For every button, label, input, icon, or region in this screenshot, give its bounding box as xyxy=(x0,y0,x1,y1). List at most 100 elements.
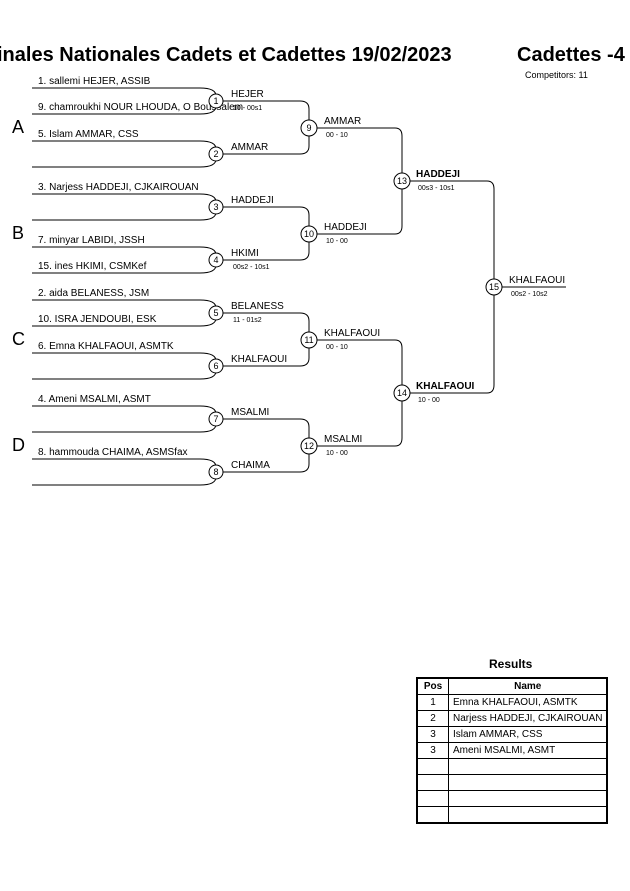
results-pos: 2 xyxy=(416,710,449,727)
match-number-circle xyxy=(208,252,224,268)
entry-name: 6. Emna KHALFAOUI, ASMTK xyxy=(38,341,174,352)
results-row xyxy=(416,806,608,824)
entry-name: 15. ines HKIMI, CSMKef xyxy=(38,261,147,272)
match-number: 12 xyxy=(304,441,314,451)
results-pos xyxy=(416,774,449,791)
match-number-circle xyxy=(208,146,224,162)
match-number: 10 xyxy=(304,229,314,239)
results-name: Narjess HADDEJI, CJKAIROUAN xyxy=(448,710,608,727)
match-number: 4 xyxy=(213,255,218,265)
match-score: 00s2 - 10s2 xyxy=(511,291,548,298)
match-number: 3 xyxy=(213,202,218,212)
match-number: 11 xyxy=(304,335,313,345)
results-row xyxy=(416,774,608,791)
match-number-circle xyxy=(393,172,411,190)
match-number: 6 xyxy=(213,361,218,371)
entry-name: 5. Islam AMMAR, CSS xyxy=(38,129,139,140)
match-number-circle xyxy=(300,331,318,349)
match-score: 00 - 10 xyxy=(326,132,348,139)
results-name: Islam AMMAR, CSS xyxy=(448,726,608,743)
final-winner: KHALFAOUI xyxy=(509,275,565,286)
competitors-count: Competitors: 11 xyxy=(525,70,588,80)
match-number-circle xyxy=(208,464,224,480)
match-number-circle xyxy=(485,278,503,296)
match-winner: KHALFAOUI xyxy=(324,328,380,339)
match-number-circle xyxy=(208,199,224,215)
match-winner: HKIMI xyxy=(231,248,259,259)
results-header-name: Name xyxy=(448,677,608,695)
match-number: 5 xyxy=(213,308,218,318)
match-score: 11 - 01s2 xyxy=(233,317,262,324)
results-pos: 3 xyxy=(416,742,449,759)
results-header-pos: Pos xyxy=(416,677,449,695)
pool-letter: D xyxy=(12,435,25,455)
results-pos: 1 xyxy=(416,694,449,711)
match-score: 10 - 00 xyxy=(326,238,348,245)
results-name xyxy=(448,806,608,824)
match-number: 2 xyxy=(213,149,218,159)
results-row xyxy=(416,790,608,807)
match-number: 1 xyxy=(213,96,218,106)
results-pos: 3 xyxy=(416,726,449,743)
pool-letter: B xyxy=(12,223,24,243)
entry-name: 9. chamroukhi NOUR LHOUDA, O Boussalem xyxy=(38,102,243,113)
match-winner: AMMAR xyxy=(324,116,361,127)
match-number: 9 xyxy=(306,123,311,133)
entry-name: 8. hammouda CHAIMA, ASMSfax xyxy=(38,447,188,458)
results-pos xyxy=(416,806,449,824)
match-winner: MSALMI xyxy=(231,407,269,418)
results-title: Results xyxy=(489,657,533,671)
entry-name: 7. minyar LABIDI, JSSH xyxy=(38,235,145,246)
match-number: 13 xyxy=(397,176,407,186)
match-number: 15 xyxy=(489,282,499,292)
results-name xyxy=(448,774,608,791)
results-pos xyxy=(416,790,449,807)
match-winner: KHALFAOUI xyxy=(231,354,287,365)
match-number: 7 xyxy=(213,414,218,424)
match-number-circle xyxy=(300,225,318,243)
match-number-circle xyxy=(208,305,224,321)
results-name: Emna KHALFAOUI, ASMTK xyxy=(448,694,608,711)
results-name: Ameni MSALMI, ASMT xyxy=(448,742,608,759)
match-winner: MSALMI xyxy=(324,434,362,445)
results-header-row: Pos Name xyxy=(416,677,608,695)
match-number-circle xyxy=(208,411,224,427)
match-winner: HADDEJI xyxy=(324,222,367,233)
category-title: Cadettes -4 xyxy=(517,44,625,66)
match-number-circle xyxy=(300,119,318,137)
match-number-circle xyxy=(300,437,318,455)
pool-letter: C xyxy=(12,329,25,349)
match-winner: HADDEJI xyxy=(416,169,460,180)
results-row xyxy=(416,758,608,775)
match-number-circle xyxy=(208,358,224,374)
match-score: 10 - 00 xyxy=(418,397,440,404)
match-winner: BELANESS xyxy=(231,301,284,312)
entry-name: 10. ISRA JENDOUBI, ESK xyxy=(38,314,157,325)
match-winner: HADDEJI xyxy=(231,195,274,206)
match-score: 00s2 - 10s1 xyxy=(233,264,270,271)
match-winner: KHALFAOUI xyxy=(416,381,475,392)
page-title: inales Nationales Cadets et Cadettes 19/… xyxy=(0,44,452,66)
results-name xyxy=(448,758,608,775)
entry-name: 3. Narjess HADDEJI, CJKAIROUAN xyxy=(38,182,199,193)
match-winner: HEJER xyxy=(231,89,264,100)
match-number-circle xyxy=(393,384,411,402)
results-pos xyxy=(416,758,449,775)
pool-letter: A xyxy=(12,117,24,137)
results-name xyxy=(448,790,608,807)
match-score: 10 - 00s1 xyxy=(233,105,262,112)
match-number-circle xyxy=(208,93,224,109)
entry-name: 4. Ameni MSALMI, ASMT xyxy=(38,394,151,405)
match-winner: AMMAR xyxy=(231,142,268,153)
match-score: 10 - 00 xyxy=(326,450,348,457)
entry-name: 2. aida BELANESS, JSM xyxy=(38,288,149,299)
match-score: 00 - 10 xyxy=(326,344,348,351)
